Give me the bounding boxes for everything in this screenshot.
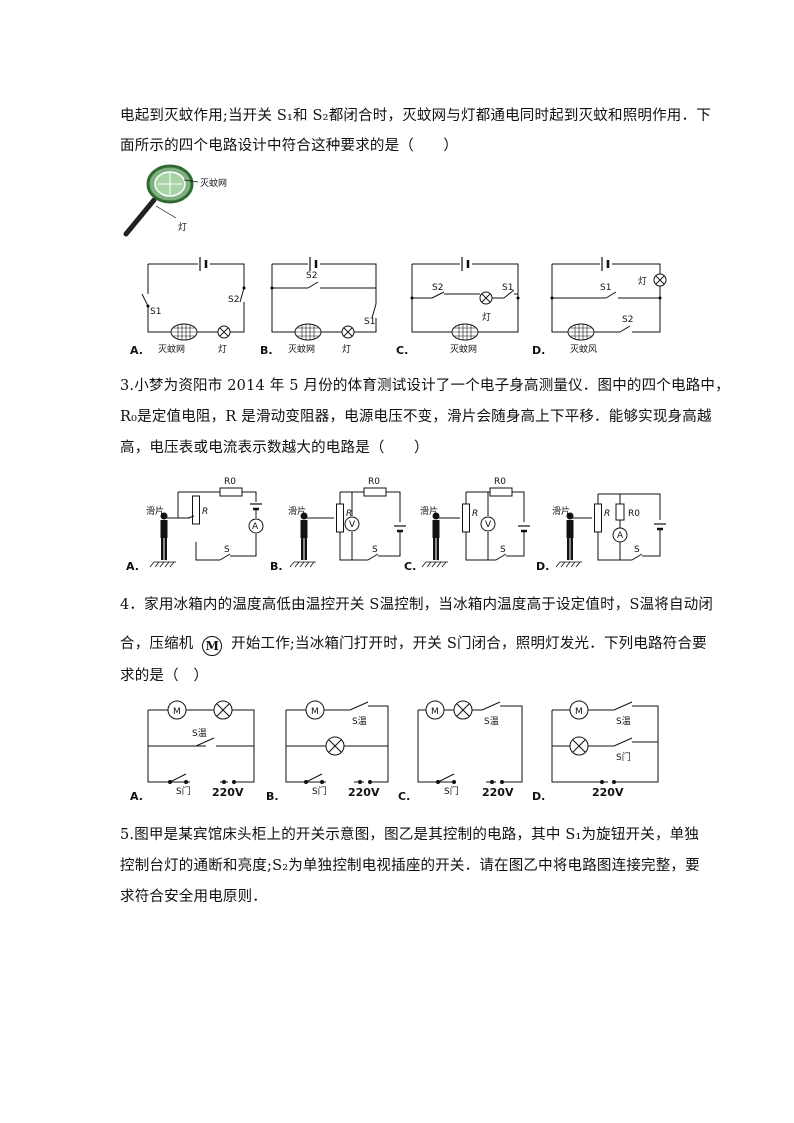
q2-circuit-c: S2 S1 灯 灭蚊网 C. [396, 255, 520, 357]
q4d-s-door: S门 [616, 751, 631, 763]
q2a-lamp-label: 灯 [218, 344, 227, 355]
q4d-voltage: 220V [592, 786, 624, 799]
q2c-s2: S2 [432, 283, 443, 293]
q2b-net-label: 灭蚊网 [288, 343, 315, 355]
q3d-ammeter: A [617, 531, 624, 541]
q2c-lamp-label: 灯 [482, 312, 491, 323]
q4-option-c: C. [398, 790, 410, 803]
q3-text-line-2: R₀是定值电阻，R 是滑动变阻器，电源电压不变，滑片会随身高上下平移．能够实现身… [120, 409, 712, 425]
q4a-s-temp: S温 [192, 728, 207, 739]
q2-option-d: D. [532, 344, 545, 357]
q4-text-line-2: 合，压缩机 M 开始工作;当冰箱门打开时，开关 S门闭合，照明灯发光．下列电路符… [120, 632, 707, 656]
q2c-net-label: 灭蚊网 [450, 343, 477, 355]
q4-line-2-part-2: 开始工作;当冰箱门打开时，开关 S门闭合，照明灯发光．下列电路符合要 [231, 636, 707, 652]
q2-text-line-2: 面所示的四个电路设计中符合这种要求的是（ ） [120, 138, 459, 154]
q4a-s-door: S门 [176, 785, 191, 797]
q3-circuit-b: V 滑片 R R0 S B. [270, 477, 408, 573]
q4d-s-temp: S温 [616, 716, 631, 727]
q4-circuit-b: M S温 S门 220V B. [266, 700, 389, 803]
q2-option-a: A. [130, 344, 143, 357]
q2b-lamp-label: 灯 [342, 344, 351, 355]
q2b-s2: S2 [306, 271, 317, 281]
q3b-r: R [346, 509, 352, 519]
q3-circuit-a: A 滑片 R R0 S A. [126, 477, 264, 573]
q4b-s-temp: S温 [352, 716, 367, 727]
q3c-r0: R0 [494, 477, 506, 487]
q3d-slider-label: 滑片 [552, 505, 570, 517]
q2-circuit-b: S2 S1 灭蚊网 灯 B. [260, 255, 377, 357]
motor-icon: M [202, 636, 223, 656]
q3a-s: S [224, 545, 230, 555]
q3-option-a: A. [126, 560, 139, 573]
q5-text-line-1: 5.图甲是某宾馆床头柜上的开关示意图，图乙是其控制的电路，其中 S₁为旋钮开关，… [120, 827, 700, 843]
q4b-motor: M [311, 707, 319, 717]
q4-circuit-options: M S温 S门 220V A. M S温 S门 220V B. M [130, 700, 659, 803]
q3-option-d: D. [536, 560, 549, 573]
q2-circuit-a: S1 S2 灭蚊网 灯 A. [130, 255, 246, 357]
q4b-s-door: S门 [312, 785, 327, 797]
q2d-lamp-label: 灯 [638, 276, 647, 287]
q3-circuit-options: A 滑片 R R0 S A. V 滑片 R R0 S B. V 滑片 R R0 … [126, 477, 668, 573]
q4a-motor: M [173, 707, 181, 717]
q3a-r0: R0 [224, 477, 236, 487]
q3b-s: S [372, 545, 378, 555]
q4d-motor: M [575, 707, 583, 717]
q4-circuit-a: M S温 S门 220V A. [130, 700, 255, 803]
q2b-s1: S1 [364, 317, 375, 327]
q3c-s: S [500, 545, 506, 555]
q3d-r0: R0 [628, 509, 640, 519]
racket-net-label: 灭蚊网 [200, 177, 227, 189]
q3b-r0: R0 [368, 477, 380, 487]
q3c-r: R [472, 509, 478, 519]
q3-circuit-d: A 滑片 R R0 S D. [536, 493, 668, 573]
q2-option-b: B. [260, 344, 273, 357]
q2-option-c: C. [396, 344, 408, 357]
q2d-s1: S1 [600, 283, 611, 293]
q2-circuit-options: S1 S2 灭蚊网 灯 A. S2 S1 灭蚊网 灯 B. S2 S1 灯 灭蚊… [130, 255, 667, 357]
q4c-motor: M [431, 707, 439, 717]
q3a-slider-label: 滑片 [146, 505, 164, 517]
q2c-s1: S1 [502, 283, 513, 293]
q5-text-line-2: 控制台灯的通断和亮度;S₂为单独控制电视插座的开关．请在图乙中将电路图连接完整，… [120, 858, 700, 874]
q2d-net-label: 灭蚊风 [570, 343, 597, 355]
q4c-s-temp: S温 [484, 716, 499, 727]
q3a-ammeter: A [252, 522, 259, 532]
q4a-voltage: 220V [212, 786, 244, 799]
q4-option-d: D. [532, 790, 545, 803]
q2a-net-label: 灭蚊网 [158, 343, 185, 355]
q3-option-b: B. [270, 560, 283, 573]
q3c-slider-label: 滑片 [420, 505, 438, 517]
q3b-slider-label: 滑片 [288, 505, 306, 517]
q5-text-line-3: 求符合安全用电原则． [120, 889, 267, 905]
q3b-voltmeter: V [349, 520, 356, 530]
q4b-voltage: 220V [348, 786, 380, 799]
q2-text-line-1: 电起到灭蚊作用;当开关 S₁和 S₂都闭合时，灭蚊网与灯都通电同时起到灭蚊和照明… [120, 108, 711, 124]
racket-lamp-label: 灯 [178, 222, 187, 233]
q4-circuit-c: M S温 S门 220V C. [398, 700, 523, 803]
q3d-r: R [604, 509, 610, 519]
q4-text-line-1: 4．家用冰箱内的温度高低由温控开关 S温控制，当冰箱内温度高于设定值时，S温将自… [120, 597, 714, 613]
q2d-s2: S2 [622, 315, 633, 325]
q2-circuit-d: S1 灯 S2 灭蚊风 D. [532, 255, 667, 357]
q2a-s1: S1 [150, 307, 161, 317]
mosquito-racket-figure: 灭蚊网 灯 [123, 164, 227, 237]
q4-line-2-part-1: 合，压缩机 [120, 636, 194, 652]
q3-option-c: C. [404, 560, 416, 573]
q4-text-line-3: 求的是（ ） [120, 668, 209, 684]
q3-circuit-c: V 滑片 R R0 S C. [404, 477, 532, 573]
q4-circuit-d: M S温 S门 220V D. [532, 700, 659, 803]
q4-option-a: A. [130, 790, 143, 803]
q2a-s2: S2 [228, 295, 239, 305]
q3-text-line-3: 高，电压表或电流表示数越大的电路是（ ） [120, 440, 429, 456]
q4c-s-door: S门 [444, 785, 459, 797]
q4-option-b: B. [266, 790, 279, 803]
q3a-r: R [202, 507, 208, 517]
q4c-voltage: 220V [482, 786, 514, 799]
q3d-s: S [634, 545, 640, 555]
q3c-voltmeter: V [485, 520, 492, 530]
q3-text-line-1: 3.小梦为资阳市 2014 年 5 月份的体育测试设计了一个电子身高测量仪．图中… [120, 378, 730, 394]
